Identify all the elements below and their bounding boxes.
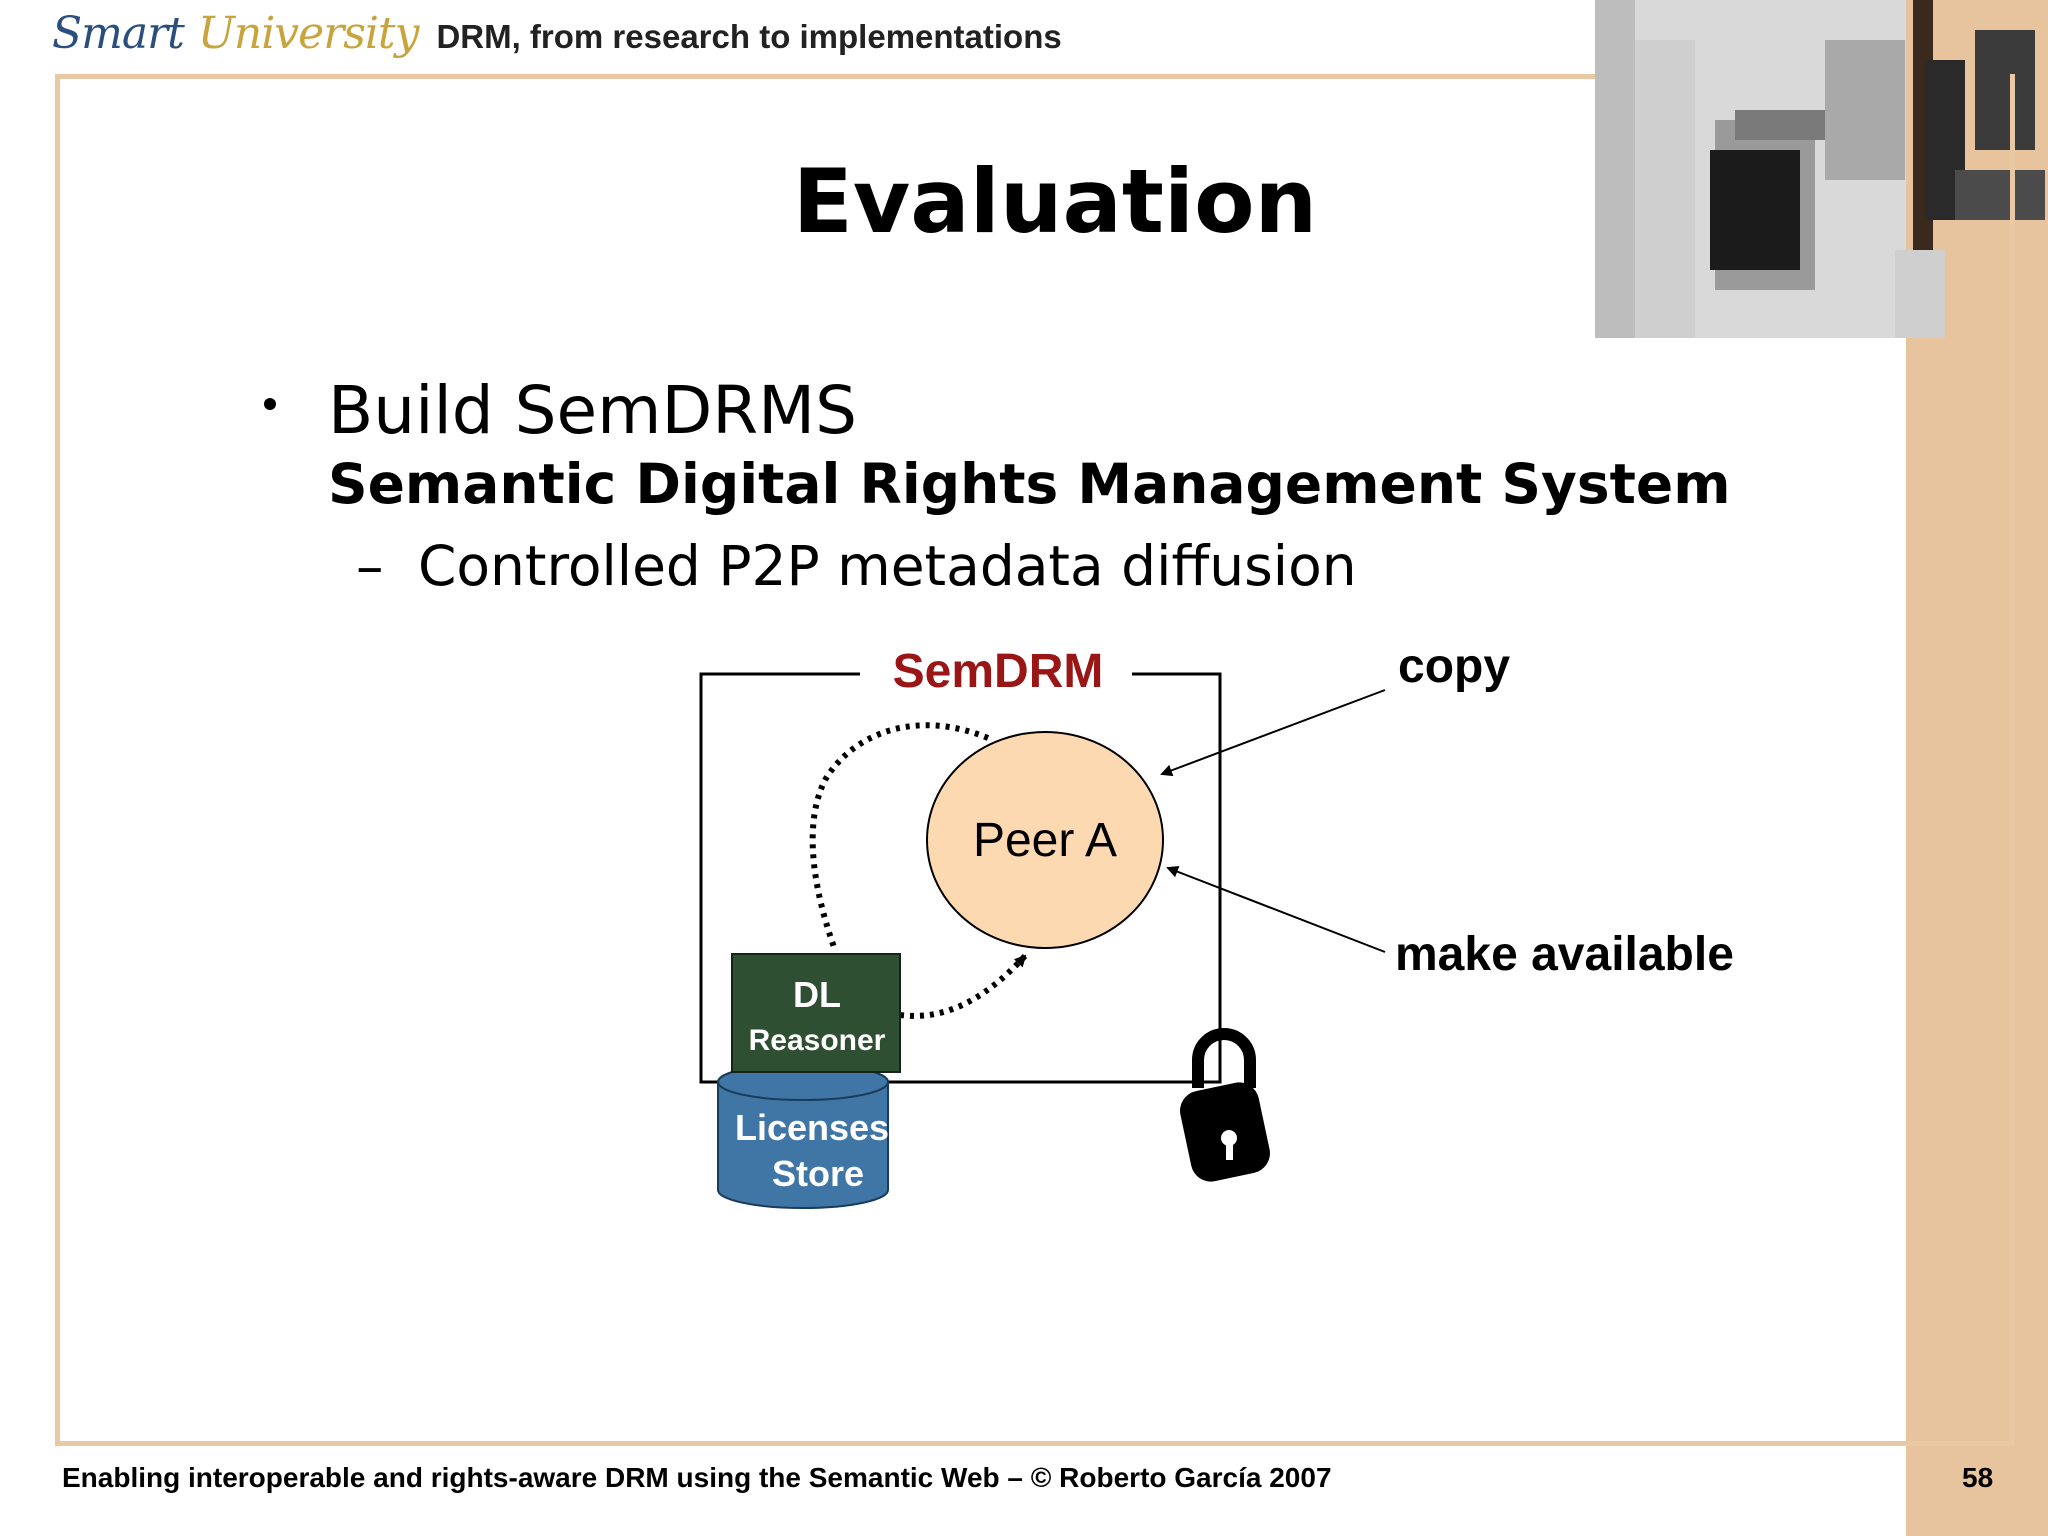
bullet-semdrms-expansion: Semantic Digital Rights Management Syste… — [328, 452, 1731, 516]
brand-university: University — [197, 8, 420, 59]
semdrm-label: SemDRM — [893, 645, 1104, 698]
frame-right-border — [2010, 74, 2015, 1446]
copy-arrow — [1160, 689, 1386, 777]
bullet-dot — [264, 398, 276, 410]
page-number: 58 — [1962, 1462, 1994, 1493]
reasoner-label-line2: Reasoner — [749, 1024, 886, 1057]
make-available-arrow — [1166, 866, 1386, 953]
sub-bullet-p2p-diffusion: Controlled P2P metadata diffusion — [418, 534, 1357, 598]
dotted-arrow-top — [809, 722, 990, 952]
campus-photo — [1595, 0, 2048, 338]
slide-header: Smart University DRM, from research to i… — [52, 8, 1062, 72]
frame-bottom-border — [55, 1441, 2015, 1446]
frame-left-border — [55, 74, 60, 1446]
frame-top-border — [55, 74, 1595, 79]
make-available-label: make available — [1395, 928, 1734, 981]
dotted-arrow-bottom — [899, 953, 1028, 1019]
store-label-line1: Licenses — [735, 1107, 889, 1148]
slide-footer: Enabling interoperable and rights-aware … — [62, 1462, 1332, 1493]
semdrm-box — [699, 672, 1222, 1084]
store-label-line2: Store — [772, 1153, 864, 1194]
peer-a-node — [926, 731, 1164, 949]
semdrm-diagram: SemDRM Peer A Licenses Store DL Reasoner… — [699, 640, 1734, 1209]
slide-title: Evaluation — [792, 150, 1318, 253]
brand-smart: Smart — [52, 8, 185, 59]
reasoner-label-line1: DL — [793, 974, 841, 1015]
padlock-icon — [1180, 1028, 1270, 1182]
copy-label: copy — [1398, 640, 1510, 693]
header-subtitle: DRM, from research to implementations — [436, 18, 1062, 55]
sub-bullet-dash: – — [356, 534, 384, 598]
bullet-build-semdrms: Build SemDRMS — [328, 372, 857, 449]
peer-a-label: Peer A — [973, 814, 1117, 867]
dl-reasoner-box — [731, 953, 901, 1073]
